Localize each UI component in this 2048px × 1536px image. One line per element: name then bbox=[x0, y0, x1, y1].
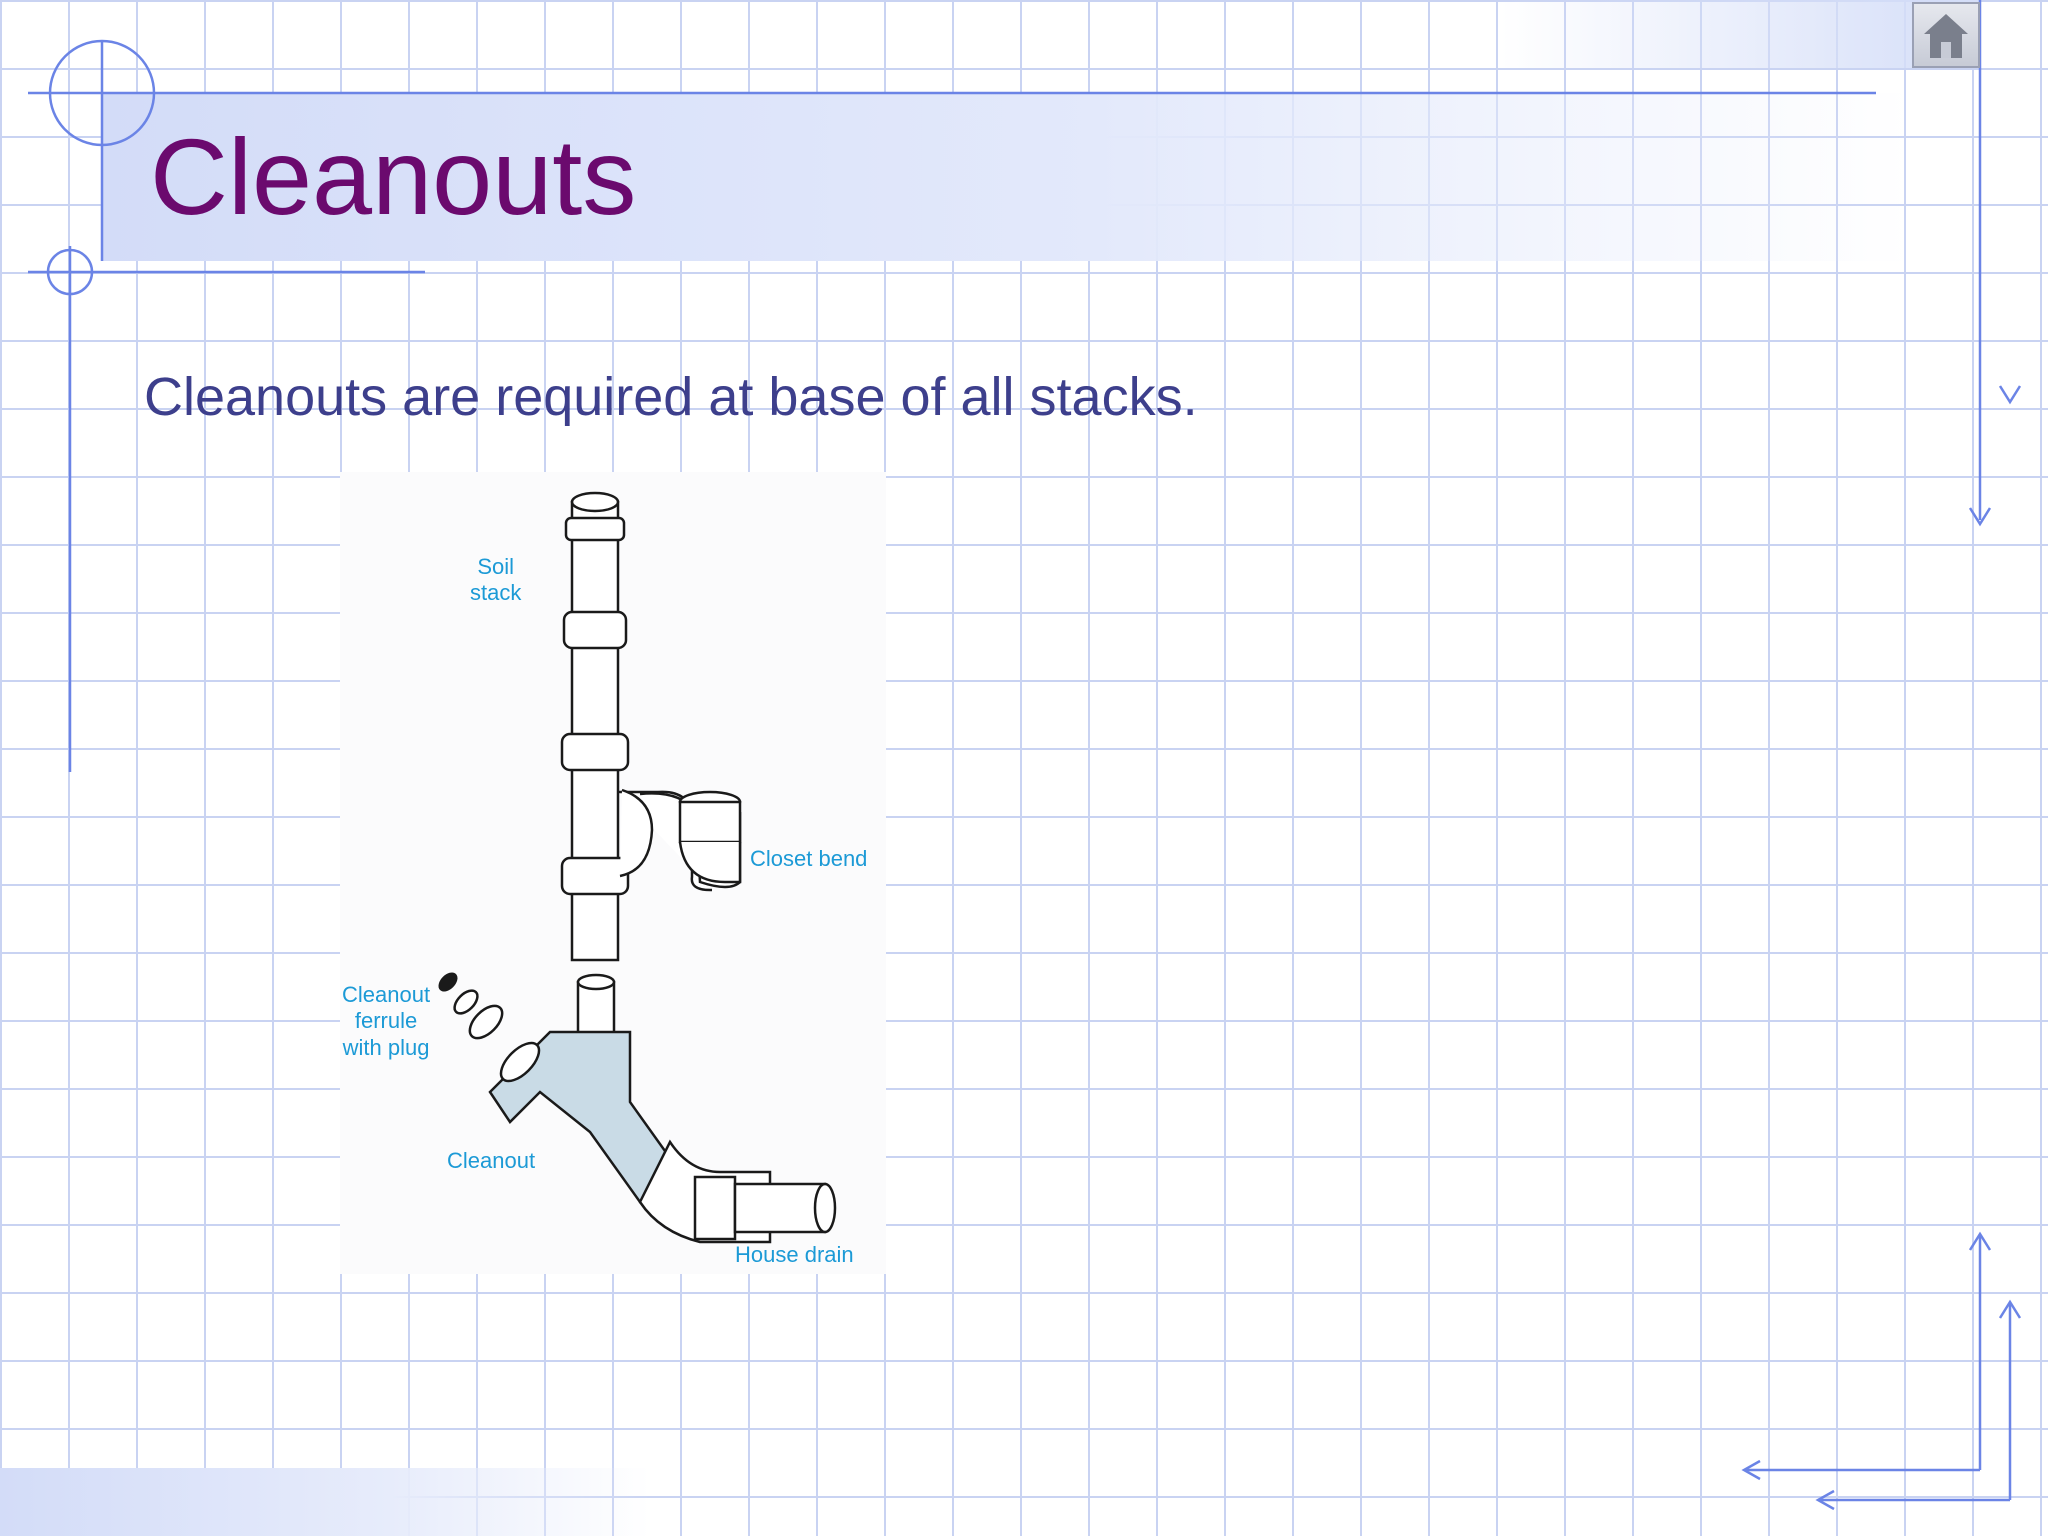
label-house-drain: House drain bbox=[735, 1242, 854, 1267]
title-band bbox=[102, 93, 1912, 261]
home-button[interactable] bbox=[1912, 2, 1980, 68]
slide-bullet-text: Cleanouts are required at base of all st… bbox=[144, 367, 1198, 427]
slide-title: Cleanouts bbox=[150, 116, 637, 237]
label-soil-stack: Soil stack bbox=[470, 554, 522, 606]
bottom-band bbox=[0, 1468, 650, 1536]
label-closet-bend: Closet bend bbox=[750, 846, 868, 871]
top-right-band bbox=[1500, 0, 1980, 68]
plumbing-figure: Soil stack Closet bend Cleanout ferrule … bbox=[340, 472, 886, 1274]
home-icon bbox=[1924, 14, 1968, 58]
label-cleanout-ferrule: Cleanout ferrule with plug bbox=[342, 982, 431, 1060]
label-cleanout: Cleanout bbox=[447, 1148, 536, 1173]
pipe-diagram bbox=[438, 491, 837, 1244]
